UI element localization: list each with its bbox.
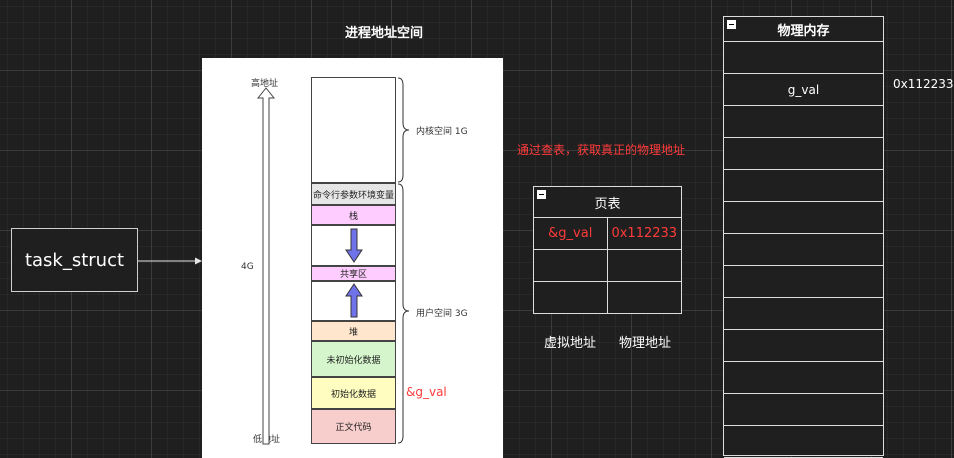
high-address-label: 高地址 bbox=[251, 79, 279, 89]
physical-address-value: 0x112233 bbox=[893, 77, 954, 91]
size-4g-label: 4G bbox=[241, 262, 254, 272]
page-table-header: 页表 bbox=[534, 187, 681, 218]
empty-cell bbox=[534, 250, 608, 281]
collapse-icon[interactable] bbox=[537, 190, 546, 199]
stack-gap bbox=[311, 225, 396, 266]
heap-segment-label: 堆 bbox=[348, 327, 358, 338]
user-space-brace bbox=[397, 183, 410, 444]
empty-cell bbox=[608, 282, 681, 314]
lookup-note: 通过查表，获取真正的物理地址 bbox=[517, 143, 686, 157]
memory-row bbox=[724, 170, 883, 202]
bss-segment: 未初始化数据 bbox=[311, 341, 396, 377]
user-space-label: 用户空间 3G bbox=[416, 309, 468, 319]
bss-segment-label: 未初始化数据 bbox=[326, 355, 381, 366]
address-range-arrow bbox=[256, 87, 276, 445]
g-val-address-label: &g_val bbox=[406, 385, 447, 399]
text-segment-label: 正文代码 bbox=[335, 423, 372, 433]
env-segment-label: 命令行参数环境变量 bbox=[312, 190, 394, 201]
task-struct-label: task_struct bbox=[24, 249, 125, 271]
memory-row bbox=[724, 138, 883, 170]
stack-segment: 栈 bbox=[311, 205, 396, 225]
memory-row-g-val: g_val bbox=[724, 74, 883, 106]
stack-down-arrow bbox=[344, 228, 363, 263]
memory-row bbox=[724, 330, 883, 362]
physical-address-cell: 0x112233 bbox=[611, 226, 678, 241]
kernel-space-brace bbox=[397, 77, 410, 183]
memory-row bbox=[724, 266, 883, 298]
page-table: 页表 &g_val 0x112233 bbox=[533, 186, 682, 314]
physical-memory-title: 物理内存 bbox=[777, 23, 830, 39]
physical-memory: 物理内存 g_val bbox=[723, 16, 884, 458]
table-row bbox=[534, 282, 681, 314]
heap-segment: 堆 bbox=[311, 321, 396, 341]
data-segment-label: 初始化数据 bbox=[330, 389, 376, 400]
memory-cell-g-val: g_val bbox=[787, 82, 820, 97]
physical-address-column-label: 物理地址 bbox=[619, 336, 672, 351]
stack-segment-label: 栈 bbox=[348, 211, 358, 222]
virtual-address-cell: &g_val bbox=[534, 218, 608, 249]
memory-row bbox=[724, 202, 883, 234]
task-struct-box: task_struct bbox=[11, 228, 138, 292]
memory-row bbox=[724, 106, 883, 138]
memory-row bbox=[724, 362, 883, 394]
text-segment: 正文代码 bbox=[311, 409, 396, 444]
memory-row bbox=[724, 298, 883, 330]
task-struct-arrow bbox=[138, 257, 202, 265]
data-segment: 初始化数据 bbox=[311, 377, 396, 409]
empty-cell bbox=[534, 282, 608, 314]
collapse-icon[interactable] bbox=[727, 20, 736, 29]
shared-segment: 共享区 bbox=[311, 266, 396, 281]
memory-row bbox=[724, 426, 883, 458]
empty-cell bbox=[608, 250, 681, 281]
memory-row bbox=[724, 394, 883, 426]
heap-up-arrow bbox=[344, 283, 363, 318]
heap-gap bbox=[311, 281, 396, 321]
kernel-space-segment bbox=[311, 77, 396, 183]
physical-address-label: 0x112233 bbox=[893, 77, 954, 91]
physical-memory-header: 物理内存 bbox=[724, 17, 883, 42]
diagram-title: 进程地址空间 bbox=[345, 26, 424, 41]
table-row bbox=[534, 250, 681, 282]
table-row: &g_val 0x112233 bbox=[534, 218, 681, 250]
memory-row bbox=[724, 42, 883, 74]
page-table-title: 页表 bbox=[594, 196, 621, 212]
env-segment: 命令行参数环境变量 bbox=[311, 183, 396, 205]
virtual-address-column-label: 虚拟地址 bbox=[544, 336, 597, 351]
memory-row bbox=[724, 234, 883, 266]
shared-segment-label: 共享区 bbox=[339, 270, 367, 280]
kernel-space-label: 内核空间 1G bbox=[416, 127, 468, 137]
